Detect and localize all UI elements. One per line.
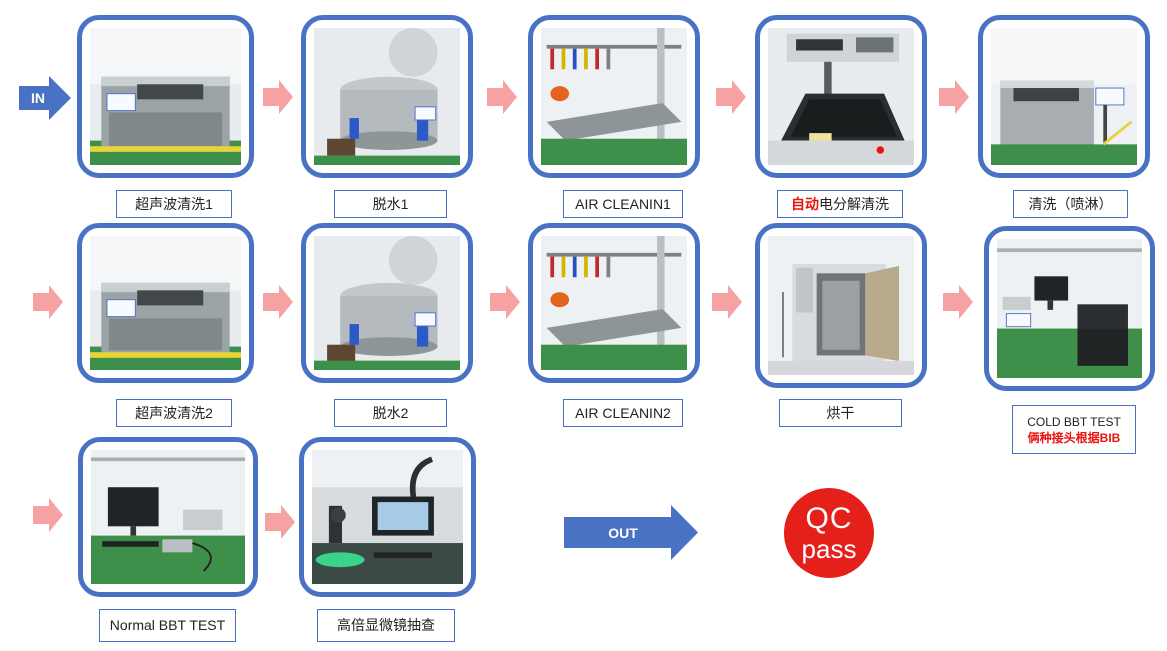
step-frame-microscope: [299, 437, 476, 597]
step-label-microscope: 高倍显微镜抽查: [317, 609, 455, 642]
step-label-cold-bbt: COLD BBT TEST 俩种接头根据BIB: [1012, 405, 1136, 454]
spray-tank-photo: [991, 28, 1137, 165]
step-label-spray: 清洗（喷淋）: [1013, 190, 1128, 218]
step-arrow: [716, 80, 746, 114]
qc-pass-badge: QC pass: [784, 488, 874, 578]
in-arrow: IN: [19, 76, 71, 120]
dehydrator-photo: [314, 236, 460, 370]
ultrasonic-tank-photo: [90, 236, 241, 370]
step-frame-ultrasonic-1: [77, 15, 254, 178]
label-rest: 电分解清洗: [819, 195, 889, 212]
step-label-ultrasonic-1: 超声波清洗1: [116, 190, 232, 218]
in-label: IN: [31, 90, 45, 106]
out-label: OUT: [608, 524, 638, 541]
step-label-dehydrate-2: 脱水2: [334, 399, 447, 427]
dehydrator-photo: [314, 28, 460, 165]
step-frame-air-clean-1: [528, 15, 700, 178]
step-frame-dehydrate-2: [301, 223, 473, 383]
auto-electrolysis-machine-photo: [768, 28, 914, 165]
step-arrow: [712, 285, 742, 319]
step-arrow: [939, 80, 969, 114]
step-arrow: [943, 285, 973, 319]
step-label-air-clean-2: AIR CLEANIN2: [563, 399, 683, 427]
step-label-drying: 烘干: [779, 399, 902, 427]
step-arrow: [490, 285, 520, 319]
step-label-normal-bbt: Normal BBT TEST: [99, 609, 236, 642]
step-frame-spray: [978, 15, 1150, 178]
air-clean-table-photo: [541, 236, 687, 370]
step-frame-dehydrate-1: [301, 15, 473, 178]
label-line1: COLD BBT TEST: [1027, 414, 1121, 429]
step-arrow: [263, 285, 293, 319]
step-arrow: [33, 498, 63, 532]
step-frame-air-clean-2: [528, 223, 700, 383]
label-line2-highlight: 俩种接头根据BIB: [1027, 430, 1121, 445]
qc-text: QC: [805, 502, 853, 535]
step-arrow: [265, 505, 295, 539]
step-label-dehydrate-1: 脱水1: [334, 190, 447, 218]
ultrasonic-tank-photo: [90, 28, 241, 165]
step-frame-auto-electrolysis: [755, 15, 927, 178]
label-highlight-auto: 自动: [791, 195, 819, 212]
cold-bbt-station-photo: [997, 239, 1142, 378]
step-frame-normal-bbt: [78, 437, 258, 597]
step-frame-cold-bbt: [984, 226, 1155, 391]
microscope-station-photo: [312, 450, 463, 584]
step-arrow: [263, 80, 293, 114]
normal-bbt-station-photo: [91, 450, 245, 584]
drying-oven-photo: [768, 236, 914, 375]
step-arrow: [33, 285, 63, 319]
step-label-auto-electrolysis: 自动电分解清洗: [777, 190, 903, 218]
step-label-air-clean-1: AIR CLEANIN1: [563, 190, 683, 218]
step-arrow: [487, 80, 517, 114]
step-frame-ultrasonic-2: [77, 223, 254, 383]
pass-text: pass: [801, 534, 857, 564]
air-clean-table-photo: [541, 28, 687, 165]
step-label-ultrasonic-2: 超声波清洗2: [116, 399, 232, 427]
step-frame-drying: [755, 223, 927, 388]
out-arrow: OUT: [564, 505, 698, 560]
